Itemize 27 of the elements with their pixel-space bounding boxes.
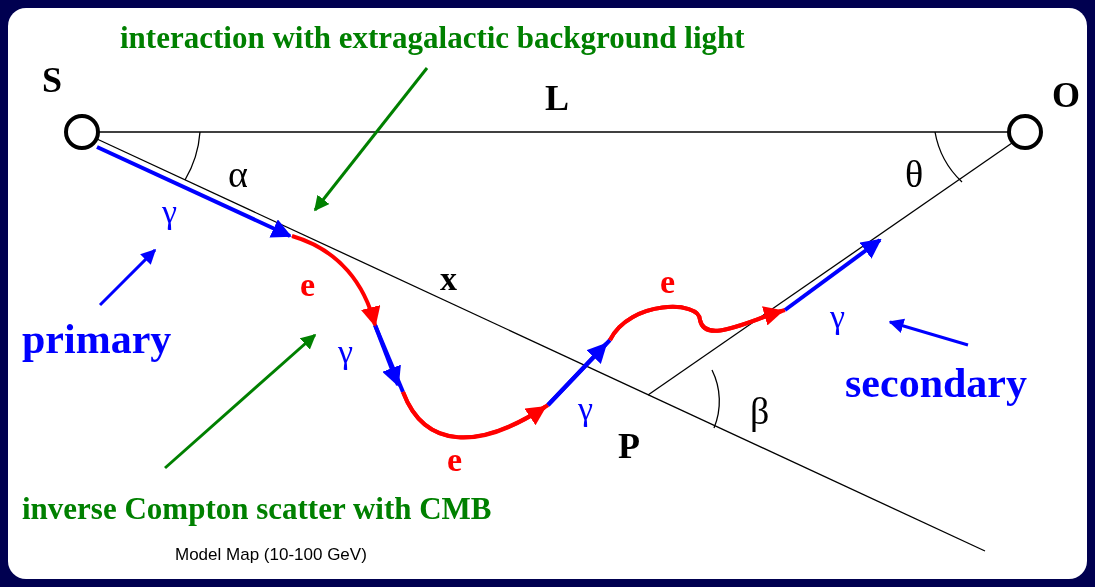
point-circle [64,114,100,150]
annotation-text: inverse Compton scatter with CMB [22,493,492,524]
symbol-label: θ [905,155,924,193]
point-circle [1007,114,1043,150]
annotation-text: secondary [845,362,1027,404]
edge-label: L [545,80,569,116]
particle-label: e [660,265,676,299]
baseline-line [97,131,1010,133]
annotation-text: interaction with extragalactic background light [120,22,745,53]
symbol-label: γ [338,335,354,369]
particle-label: e [447,443,463,477]
point-label: O [1052,77,1080,113]
leader-arrow [313,67,429,212]
symbol-label: γ [162,195,178,229]
symbol-label: α [228,155,248,193]
particle-label: P [618,428,640,464]
leader-arrow [98,248,157,307]
particle-label: x [440,262,457,296]
caption: Model Map (10-100 GeV) [175,546,367,563]
symbol-label: β [750,392,770,430]
particle-label: e [300,268,316,302]
leader-arrow [164,333,317,470]
symbol-label: γ [578,392,594,426]
annotation-text: primary [22,318,172,360]
leader-arrow [888,318,969,347]
point-label: S [42,62,63,98]
symbol-label: γ [830,300,846,334]
